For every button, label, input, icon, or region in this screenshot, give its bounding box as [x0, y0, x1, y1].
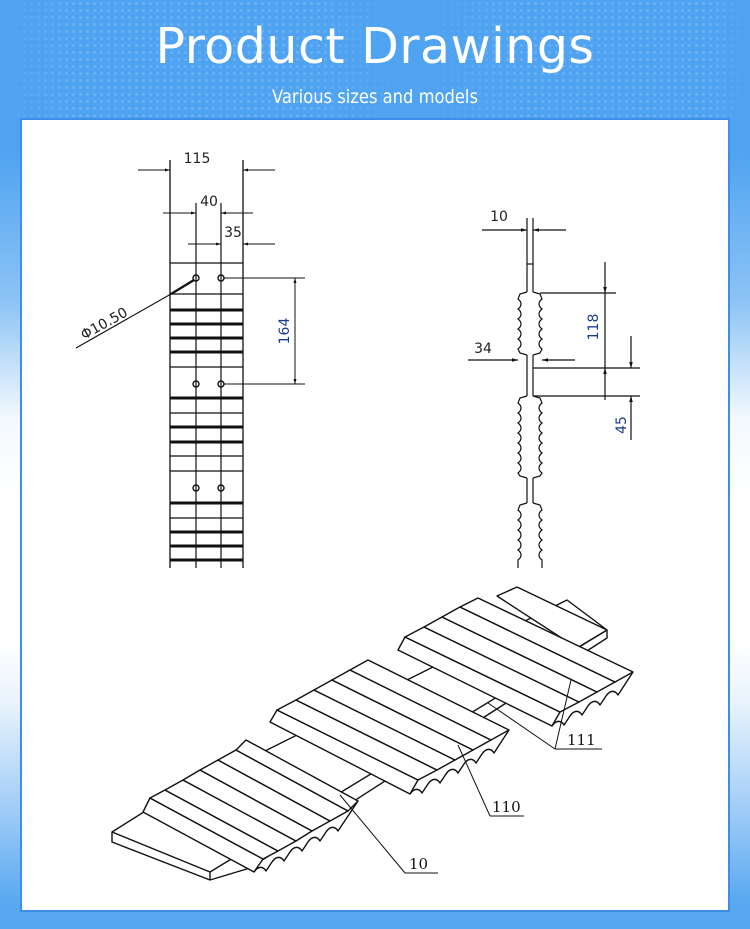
page-title: Product Drawings	[155, 18, 595, 75]
header-banner: Product Drawings Various sizes and model…	[0, 0, 750, 119]
front-view-drawing	[75, 160, 305, 568]
leader-lines	[339, 679, 602, 874]
dim-tooth-section-length: 118	[586, 314, 602, 341]
dim-hole-spacing: 40	[200, 194, 218, 210]
side-view-drawing	[468, 218, 640, 568]
label-base: 10	[409, 855, 428, 873]
dim-edge-offset: 35	[224, 225, 242, 241]
dim-hole-diameter: Φ10.50	[78, 305, 130, 344]
dim-hole-pitch: 164	[277, 318, 293, 345]
isometric-belt-drawing	[111, 586, 634, 881]
world-map-dot-pattern	[0, 0, 750, 119]
label-tooth-block: 110	[492, 798, 521, 816]
dim-overall-width: 115	[184, 151, 211, 167]
page-subtitle: Various sizes and models	[272, 86, 478, 108]
dim-gap-length: 45	[614, 416, 630, 434]
dim-total-thickness: 34	[474, 341, 492, 357]
label-teeth: 111	[567, 731, 596, 749]
dim-base-thickness: 10	[490, 209, 508, 225]
